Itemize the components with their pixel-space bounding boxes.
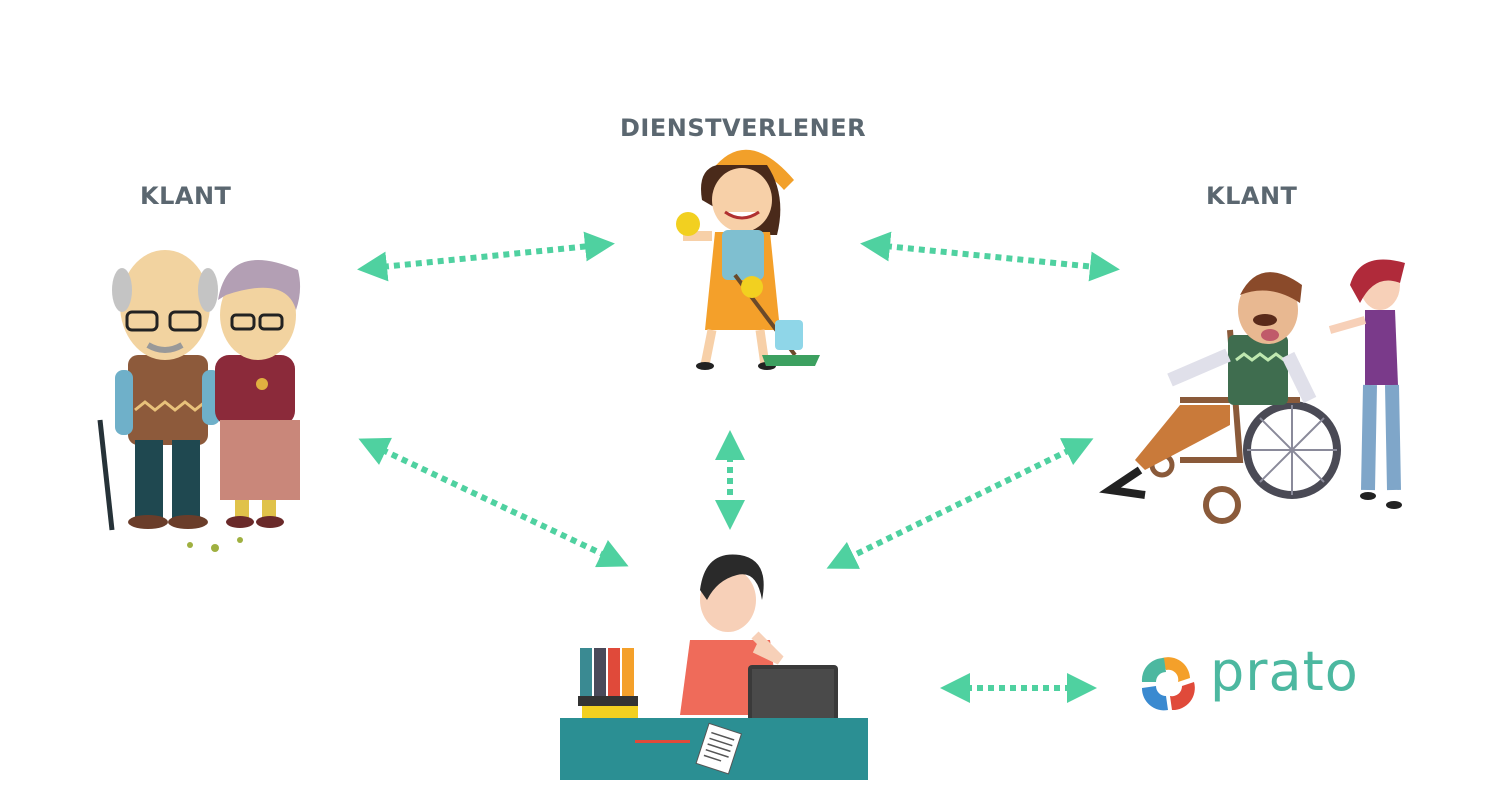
cleaner-woman-illustration [676, 150, 820, 370]
arrow-left-client-provider [372, 245, 600, 268]
arrow-left-client-office [372, 445, 615, 560]
left-client-label: KLANT [140, 182, 231, 210]
provider-label: DIENSTVERLENER [620, 114, 866, 142]
office-worker-at-desk-illustration [560, 554, 868, 780]
prato-logo-text: prato [1210, 640, 1359, 703]
prato-logo-icon [1142, 657, 1195, 710]
elderly-couple-illustration [100, 250, 300, 552]
arrow-provider-right-client [875, 245, 1105, 268]
wheelchair-man-with-caregiver-illustration [1110, 259, 1405, 521]
arrow-right-client-office [840, 445, 1080, 562]
right-client-label: KLANT [1206, 182, 1297, 210]
